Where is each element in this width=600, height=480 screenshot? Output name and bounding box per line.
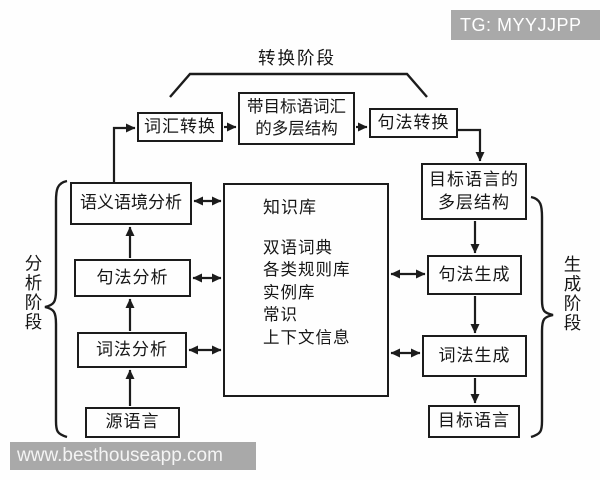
box-target-lang-structure: 目标语言的 多层结构: [421, 163, 527, 220]
knowledge-base-items: 双语词典 各类规则库 实例库 常识 上下文信息: [263, 237, 351, 349]
watermark-bar: www.besthouseapp.com: [10, 442, 256, 470]
knowledge-item: 各类规则库: [263, 261, 351, 280]
box-target-word-structure: 带目标语词汇 的多层结构: [238, 92, 355, 145]
box-semantic-context-analysis: 语义语境分析: [70, 182, 192, 225]
label-analysis-phase: 分析阶段: [23, 254, 43, 332]
arrows-transform-row: [224, 122, 485, 162]
box-target-language: 目标语言: [428, 405, 520, 438]
knowledge-item: 实例库: [263, 283, 316, 302]
transform-phase-bracket: [169, 72, 428, 98]
knowledge-item: 双语词典: [263, 239, 333, 257]
generation-phase-brace: [530, 195, 554, 439]
label-transform-phase: 转换阶段: [258, 48, 336, 68]
arrows-analysis-chain: [112, 123, 136, 406]
box-syntax-generation: 句法生成: [427, 255, 522, 295]
knowledge-item: 常识: [263, 306, 298, 325]
knowledge-base-title: 知识库: [263, 198, 317, 217]
tg-badge: TG: MYYJJPP: [451, 10, 600, 40]
knowledge-item: 上下文信息: [263, 328, 351, 347]
box-lexical-analysis: 词法分析: [77, 332, 187, 368]
box-lexical-transfer: 词汇转换: [137, 112, 223, 142]
box-source-language: 源语言: [85, 407, 180, 438]
arrows-knowledge-links: [188, 196, 426, 358]
box-knowledge-base: 知识库 双语词典 各类规则库 实例库 常识 上下文信息: [223, 183, 389, 397]
analysis-phase-brace: [44, 179, 68, 439]
box-syntax-analysis: 句法分析: [74, 259, 191, 297]
box-syntax-transfer: 句法转换: [369, 108, 458, 138]
box-lexical-generation: 词法生成: [422, 335, 527, 377]
label-generation-phase: 生成阶段: [562, 255, 582, 333]
